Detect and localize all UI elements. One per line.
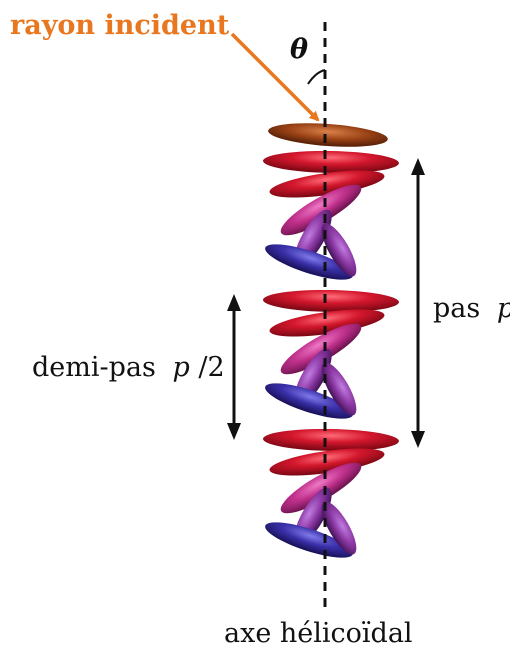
molecule-magenta-3 xyxy=(280,462,362,514)
half-pitch-label: demi-pas p /2 xyxy=(32,352,225,383)
half-pitch-symbol: p xyxy=(172,352,189,383)
pitch-symbol: p xyxy=(497,293,510,324)
molecule-red-3-a xyxy=(263,428,399,452)
half-pitch-divisor: /2 xyxy=(198,352,224,383)
molecule-red-2-b xyxy=(269,309,385,337)
incident-ray-label: rayon incident xyxy=(10,10,230,41)
molecule-red-2-a xyxy=(263,289,399,313)
molecule-stack xyxy=(263,123,399,558)
molecule-blue-1-a xyxy=(265,244,353,280)
molecule-blue-3-a xyxy=(265,522,353,558)
pitch-label: pas p xyxy=(433,293,510,324)
molecule-red-1-b xyxy=(269,170,385,198)
molecule-violet-1-b xyxy=(321,223,357,277)
pitch-arrow xyxy=(411,158,425,448)
molecule-red-1-a xyxy=(263,150,399,174)
molecule-magenta-1 xyxy=(280,184,362,236)
half-pitch-word: demi-pas xyxy=(32,352,156,383)
incident-ray-arrow xyxy=(230,32,320,122)
theta-angle-arc xyxy=(307,69,326,85)
molecule-red-3-b xyxy=(269,448,385,476)
theta-label: θ xyxy=(290,34,308,65)
molecule-blue-2-a xyxy=(265,383,353,419)
pitch-word: pas xyxy=(433,293,480,324)
molecule-magenta-2 xyxy=(280,323,362,375)
helical-axis-label: axe hélicoïdal xyxy=(224,618,413,649)
molecule-violet-3-b xyxy=(321,501,357,555)
molecule-top xyxy=(268,123,388,147)
molecule-violet-2-b xyxy=(321,362,357,416)
half-pitch-arrow xyxy=(227,294,241,440)
